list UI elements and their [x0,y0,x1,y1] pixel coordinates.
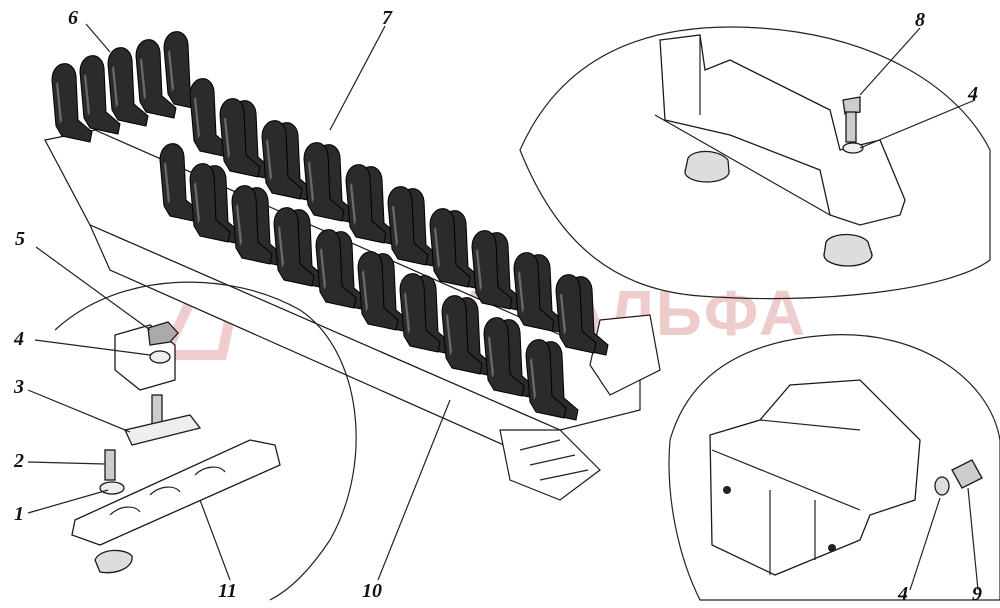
seat [471,230,513,310]
seat [555,274,597,354]
seat [189,78,231,158]
detail-bubble-left [54,281,357,601]
callout-4-bottom: 4 [897,583,908,605]
callout-8: 8 [915,9,925,31]
seat [483,317,525,397]
detail-bubble-bottom [668,334,1000,601]
callout-11: 11 [218,580,237,602]
callout-2: 2 [13,450,24,472]
seat [399,273,441,353]
callout-1: 1 [14,503,24,525]
seat [189,163,231,243]
seat [525,339,567,419]
seat [513,252,555,332]
leader-lines [27,23,979,591]
callout-labels: 6 7 8 4 5 4 3 2 1 11 10 4 9 [13,7,982,605]
callout-4-left: 4 [13,328,24,350]
seat [345,164,387,244]
callout-10: 10 [362,580,382,602]
seat [51,63,93,143]
seat [273,207,315,287]
seat [135,39,177,119]
left-parts [71,321,281,574]
callout-9: 9 [972,583,982,605]
callout-6: 6 [68,7,78,29]
seat-rows [51,31,609,421]
seat [79,55,121,135]
detail-bubble-top [519,26,991,300]
seat [231,185,273,265]
seat [261,120,303,200]
callout-4-top: 4 [967,83,978,105]
seat [429,208,471,288]
seat [315,229,357,309]
callout-7: 7 [382,7,393,29]
seat [387,186,429,266]
seat [303,142,345,222]
callout-5: 5 [15,228,25,250]
seat [107,47,149,127]
seat [441,295,483,375]
callout-3: 3 [13,376,24,398]
seat [357,251,399,331]
seat [219,98,261,178]
seat [159,143,201,223]
